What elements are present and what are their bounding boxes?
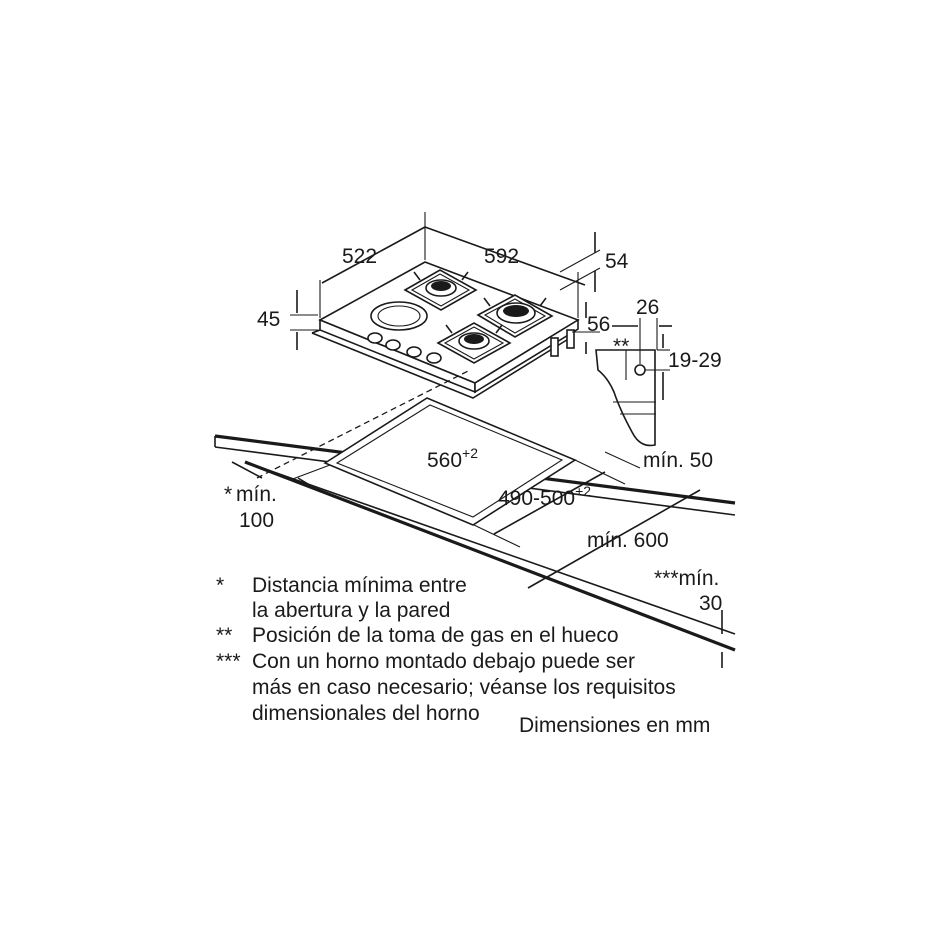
dim-gas-height: 19-29	[668, 349, 722, 372]
worktop	[214, 369, 736, 652]
dim-cutout-width: 560+2	[427, 445, 478, 472]
dim-min-wall-value: 100	[239, 509, 274, 532]
note-2-marker: **	[216, 624, 232, 647]
note-3-line-3: dimensionales del horno	[252, 702, 480, 725]
cooktop	[311, 261, 580, 399]
dim-side-offset: 56	[587, 313, 610, 336]
cooktop-dimension-lines	[290, 212, 601, 354]
dim-min-worktop: mín. 600	[587, 529, 669, 552]
note-1-line-1: Distancia mínima entre	[252, 574, 467, 597]
dim-min-thickness-value: 30	[699, 592, 722, 615]
note-3-line-1: Con un horno montado debajo puede ser	[252, 650, 635, 673]
gas-connection-detail	[595, 318, 672, 447]
note-1-marker: *	[216, 574, 224, 597]
note-3-marker: ***	[216, 650, 241, 673]
dim-height: 45	[257, 308, 280, 331]
dim-depth: 522	[342, 245, 377, 268]
dim-min-wall-label: mín.	[236, 483, 277, 506]
units-note: Dimensiones en mm	[519, 714, 710, 737]
dim-min-front: mín. 50	[643, 449, 713, 472]
cutout-width-value: 560	[427, 449, 462, 472]
dim-rear-offset: 54	[605, 250, 629, 273]
cutout-depth-tolerance: +2	[575, 483, 591, 499]
note-2-line-1: Posición de la toma de gas en el hueco	[252, 624, 619, 647]
burner-front	[436, 322, 512, 364]
worktop-dimension-lines	[231, 451, 723, 668]
dim-width: 592	[484, 245, 519, 268]
dim-min-wall-marker: *	[224, 483, 232, 506]
burner-right	[476, 294, 554, 338]
note-1-line-2: la abertura y la pared	[252, 599, 450, 622]
note-3-line-2: más en caso necesario; véanse los requis…	[252, 676, 676, 699]
cutout-depth-value: 490-500	[498, 487, 575, 510]
dim-gas-width: 26	[636, 296, 659, 319]
gas-marker: **	[613, 335, 629, 358]
burner-rear	[403, 269, 478, 311]
dim-min-thickness-label: ***mín.	[654, 567, 719, 590]
dim-cutout-depth: 490-500+2	[498, 483, 591, 510]
cutout-width-tolerance: +2	[462, 445, 478, 461]
footnotes: * Distancia mínima entre la abertura y l…	[216, 574, 710, 737]
control-knobs	[367, 332, 442, 364]
